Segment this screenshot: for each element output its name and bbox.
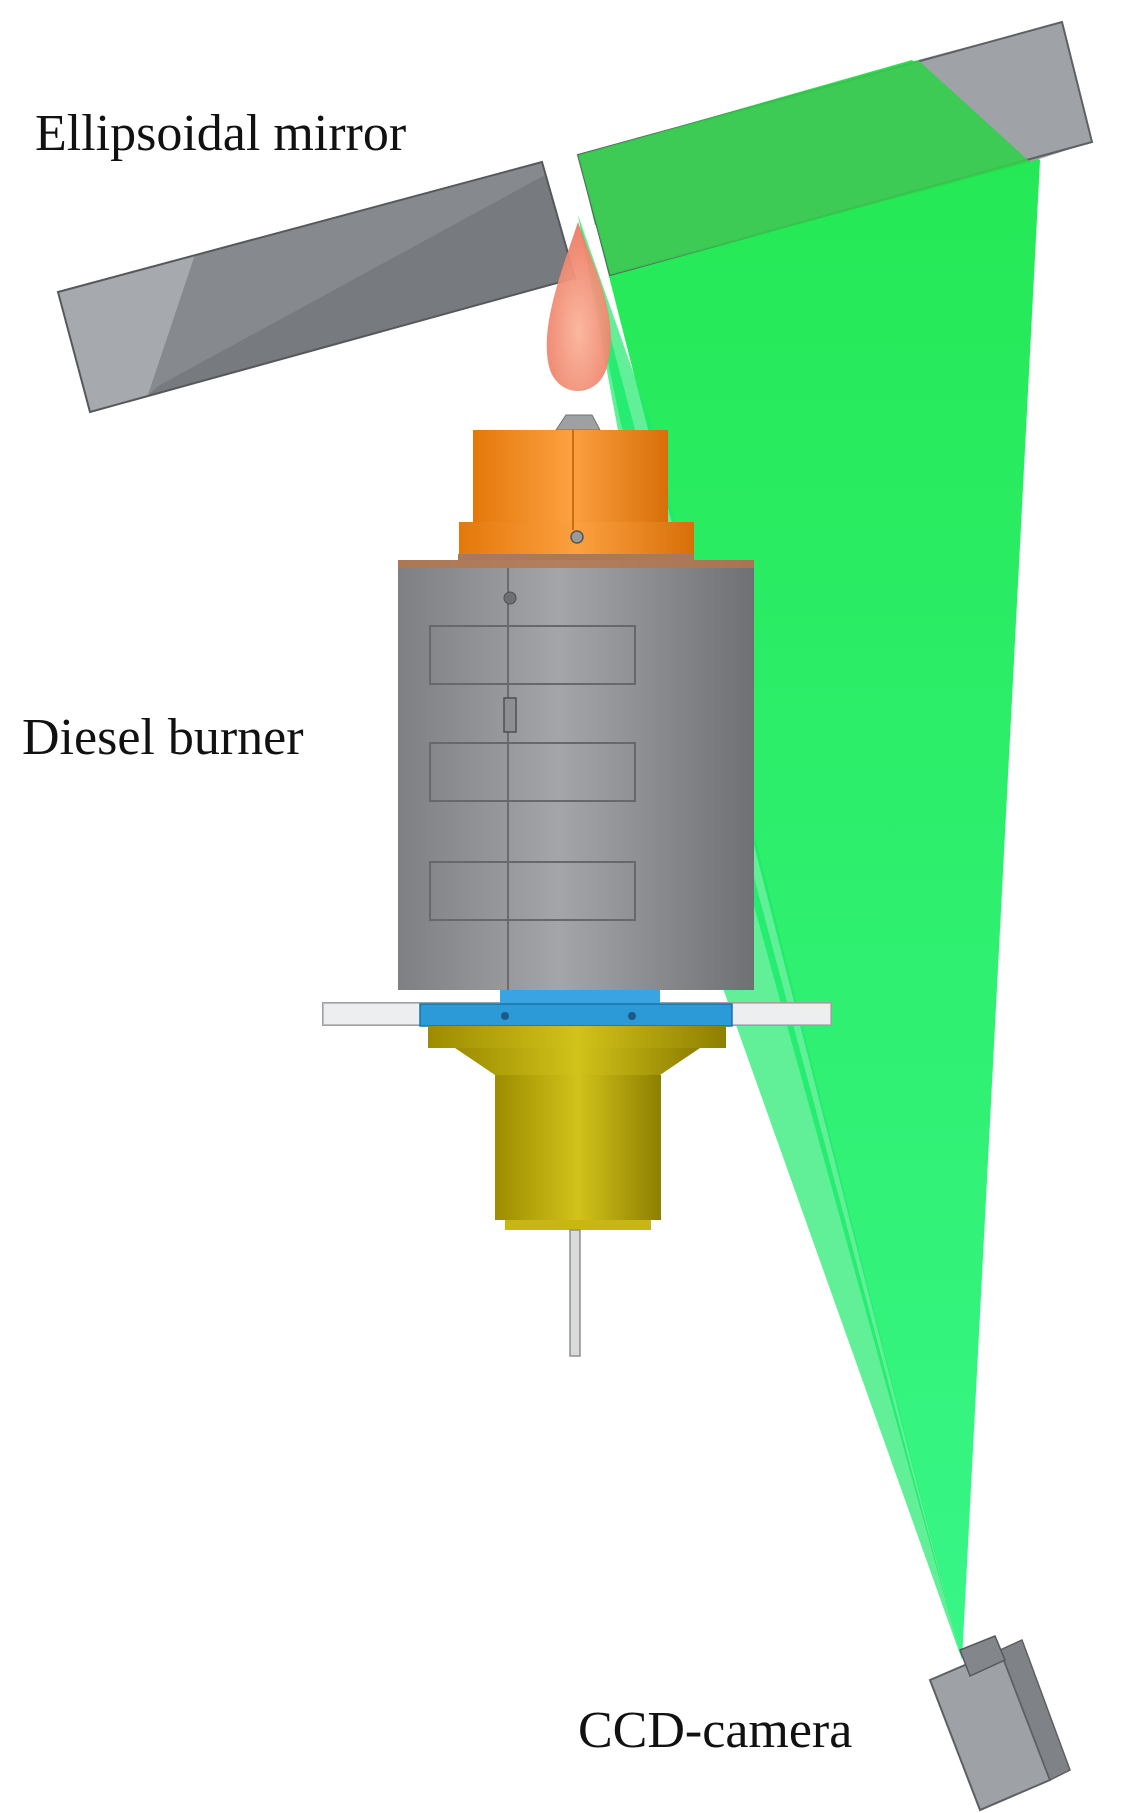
flame [546, 222, 611, 391]
label-diesel-burner: Diesel burner [22, 709, 304, 766]
fuel-inlet [428, 1026, 726, 1230]
label-ellipsoidal-mirror: Ellipsoidal mirror [35, 105, 407, 162]
mirror-right-block [576, 20, 1094, 277]
fuel-rod [569, 1229, 581, 1357]
mirror-left-block [56, 160, 577, 414]
label-ccd-camera: CCD-camera [578, 1702, 853, 1759]
burner-body [398, 560, 754, 990]
ccd-camera [928, 1635, 1071, 1812]
burner-top-cap [459, 430, 694, 554]
blue-flange [419, 990, 733, 1027]
burner-ring [458, 554, 694, 564]
nozzle-tip [555, 414, 601, 431]
